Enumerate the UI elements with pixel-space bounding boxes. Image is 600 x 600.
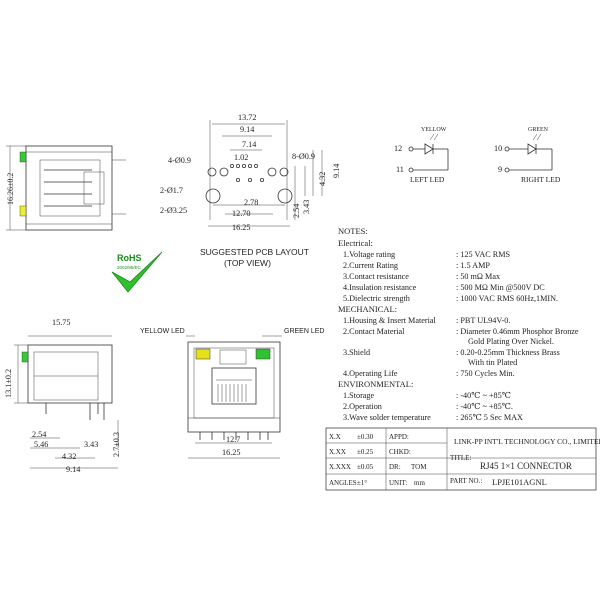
pcb-layout-title: SUGGESTED PCB LAYOUT bbox=[200, 247, 309, 257]
rohs-sub: 2002/95/EC bbox=[117, 265, 141, 270]
pin-11: 11 bbox=[396, 165, 404, 174]
elec-1-value: : 125 VAC RMS bbox=[456, 250, 511, 259]
angles: ANGLES bbox=[329, 479, 357, 487]
right-led-label: RIGHT LED bbox=[521, 175, 561, 184]
mech-4-value: : 750 Cycles Min. bbox=[456, 369, 515, 378]
title-label: TITLE: bbox=[450, 454, 472, 462]
dim-2-holes-large: 2-Ø3.25 bbox=[160, 206, 188, 215]
elec-1-label: 1.Voltage rating bbox=[343, 250, 396, 259]
mech-3-value-cont: With tin Plated bbox=[468, 358, 518, 367]
pin-9: 9 bbox=[498, 165, 503, 174]
mech-2-value-cont: Gold Plating Over Nickel. bbox=[468, 337, 554, 346]
mech-3-value: : 0.20-0.25mm Thickness Brass bbox=[456, 348, 560, 357]
dim-7-14: 7.14 bbox=[242, 140, 257, 149]
pcb-layout bbox=[205, 120, 323, 227]
dim-4-holes: 4-Ø0.9 bbox=[168, 156, 191, 165]
tol-xx: X.XX bbox=[329, 448, 346, 456]
environmental-title: ENVIRONMENTAL: bbox=[338, 379, 414, 389]
title-value: RJ45 1×1 CONNECTOR bbox=[480, 461, 572, 471]
mech-2-label: 2.Contact Material bbox=[343, 327, 405, 336]
front-view bbox=[186, 335, 282, 459]
dim-1-02: 1.02 bbox=[234, 153, 249, 162]
dim-2-7: 2.7±0.3 bbox=[112, 432, 121, 457]
rohs-text: RoHS bbox=[117, 253, 142, 263]
dim-5-46: 5.46 bbox=[34, 440, 49, 449]
tol-xx-val: ±0.25 bbox=[357, 448, 374, 456]
unit: UNIT: bbox=[389, 479, 408, 487]
rohs-logo bbox=[108, 250, 166, 300]
elec-4-label: 4.Insulation resistance bbox=[343, 283, 417, 292]
env-1-label: 1.Storage bbox=[343, 391, 375, 400]
mechanical-title: MECHANICAL: bbox=[338, 304, 398, 314]
side-view-bottom bbox=[14, 335, 119, 469]
electrical-title: Electrical: bbox=[338, 238, 373, 248]
env-3-value: : 265℃ 5 Sec MAX bbox=[456, 413, 523, 422]
title-block bbox=[325, 427, 597, 491]
dim-9-14-side: 9.14 bbox=[332, 163, 341, 178]
company-name: LINK-PP INT'L TECHNOLOGY CO., LIMITED bbox=[454, 437, 600, 446]
mech-1-value: : PBT UL94V-0. bbox=[456, 316, 511, 325]
elec-4-value: : 500 MΩ Min @500V DC bbox=[456, 283, 545, 292]
dr: DR: bbox=[389, 463, 401, 471]
dim-13-72: 13.72 bbox=[238, 113, 257, 122]
tol-xxx-val: ±0.05 bbox=[357, 463, 374, 471]
dr-val: TOM bbox=[411, 463, 427, 471]
dim-9-14-front: 9.14 bbox=[66, 465, 81, 474]
mech-4-label: 4.Operating Life bbox=[343, 369, 398, 378]
left-led-label: LEFT LED bbox=[410, 175, 445, 184]
part-label: PART NO.: bbox=[450, 477, 483, 485]
green-led-callout: GREEN LED bbox=[284, 328, 325, 335]
env-1-value: : -40℃ ~ +85℃ bbox=[456, 391, 511, 400]
dim-4-32-front: 4.32 bbox=[62, 452, 77, 461]
green-label: GREEN bbox=[528, 127, 548, 133]
mech-2-value: : Diameter 0.46mm Phosphor Bronze bbox=[456, 327, 579, 336]
notes-title: NOTES: bbox=[338, 226, 368, 236]
angles-val: ±1° bbox=[357, 479, 368, 487]
tol-x-val: ±0.30 bbox=[357, 433, 374, 441]
dim-4-32-top: 4.32 bbox=[318, 171, 327, 186]
yellow-label: YELLOW bbox=[421, 127, 447, 133]
mech-1-label: 1.Housing & Insert Material bbox=[343, 316, 436, 325]
side-height-dim: 16.26±0.2 bbox=[6, 173, 15, 205]
dim-12-7: 12.7 bbox=[226, 435, 241, 444]
dim-2-54-front: 2.54 bbox=[32, 430, 47, 439]
dim-16-25-front: 16.25 bbox=[222, 448, 241, 457]
elec-3-label: 3.Contact resistance bbox=[343, 272, 409, 281]
elec-5-label: 5.Dielectric strength bbox=[343, 294, 410, 303]
dim-2-holes-small: 2-Ø1.7 bbox=[160, 186, 183, 195]
pin-10: 10 bbox=[494, 144, 503, 153]
dim-2-54-top: 2.54 bbox=[292, 203, 301, 218]
elec-5-value: : 1000 VAC RMS 60Hz,1MIN. bbox=[456, 294, 559, 303]
appd: APPD: bbox=[389, 433, 409, 441]
dim-8-holes: 8-Ø0.9 bbox=[292, 152, 315, 161]
dim-15-75: 15.75 bbox=[52, 318, 71, 327]
tol-x: X.X bbox=[329, 433, 341, 441]
pin-12: 12 bbox=[394, 144, 403, 153]
dim-12-70: 12.70 bbox=[232, 209, 251, 218]
pcb-layout-subtitle: (TOP VIEW) bbox=[224, 258, 271, 268]
side-view-top: 16.26±0.2 bbox=[6, 145, 126, 231]
dim-2-78: 2.78 bbox=[244, 198, 259, 207]
dim-3-43-top: 3.43 bbox=[302, 199, 311, 214]
dim-16-25-top: 16.25 bbox=[232, 223, 251, 232]
elec-2-value: : 1.5 AMP bbox=[456, 261, 490, 270]
yellow-led-callout: YELLOW LED bbox=[140, 328, 185, 335]
part-value: LPJE101AGNL bbox=[492, 477, 547, 487]
unit-val: mm bbox=[414, 479, 425, 487]
mech-3-label: 3.Shield bbox=[343, 348, 371, 357]
dim-13-1: 13.1±0.2 bbox=[4, 368, 13, 398]
dim-3-43-front: 3.43 bbox=[84, 440, 99, 449]
chkd: CHKD: bbox=[389, 448, 411, 456]
led-schematic bbox=[408, 133, 553, 173]
tol-xxx: X.XXX bbox=[329, 463, 351, 471]
dim-9-14-top: 9.14 bbox=[240, 125, 255, 134]
env-2-value: : -40℃ ~ +85℃. bbox=[456, 402, 513, 411]
elec-3-value: : 50 mΩ Max bbox=[456, 272, 501, 281]
elec-2-label: 2.Current Rating bbox=[343, 261, 399, 270]
env-2-label: 2.Operation bbox=[343, 402, 382, 411]
env-3-label: 3.Wave solder temperature bbox=[343, 413, 431, 422]
